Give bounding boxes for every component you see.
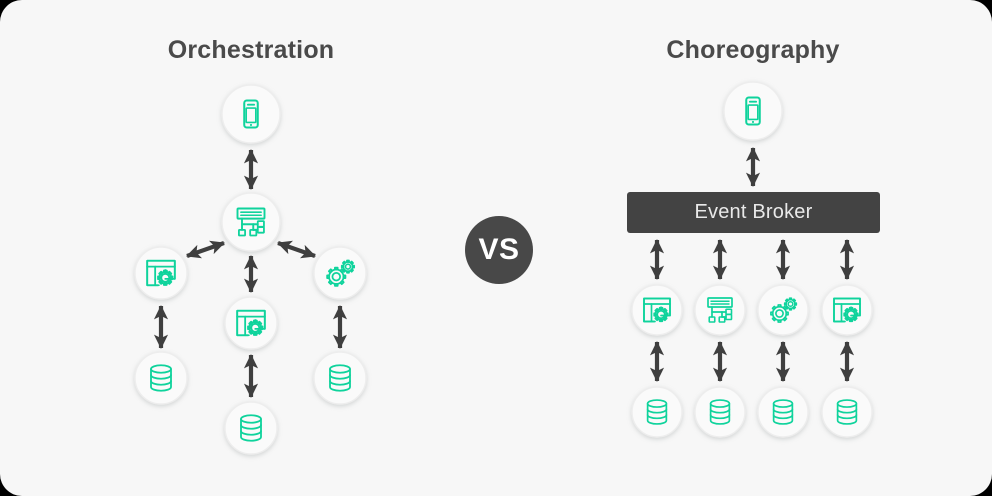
- node-chor-service-1[interactable]: [694, 284, 746, 336]
- event-broker-bar[interactable]: Event Broker: [627, 192, 880, 233]
- node-service-right[interactable]: [313, 246, 367, 300]
- orchestration-nodes: [134, 84, 367, 455]
- node-client-choreography[interactable]: [723, 81, 783, 141]
- node-client-orchestration[interactable]: [221, 84, 281, 144]
- node-chor-db-3[interactable]: [821, 386, 873, 438]
- node-db-right[interactable]: [313, 351, 367, 405]
- choreography-connections: [649, 146, 855, 383]
- node-chor-service-0[interactable]: [631, 284, 683, 336]
- node-chor-service-2[interactable]: [757, 284, 809, 336]
- panel-title-orchestration: Orchestration: [167, 36, 335, 64]
- node-chor-db-0[interactable]: [631, 386, 683, 438]
- node-service-center[interactable]: [224, 296, 278, 350]
- panel-title-choreography: Choreography: [666, 36, 840, 64]
- node-service-left[interactable]: [134, 246, 188, 300]
- node-orchestrator[interactable]: [221, 192, 281, 252]
- node-chor-service-3[interactable]: [821, 284, 873, 336]
- vs-badge: VS: [465, 216, 533, 284]
- node-chor-db-2[interactable]: [757, 386, 809, 438]
- orchestration-connections: [153, 148, 348, 399]
- choreography-nodes: [631, 81, 873, 438]
- node-db-center[interactable]: [224, 401, 278, 455]
- node-chor-db-1[interactable]: [694, 386, 746, 438]
- arrow-orchestrator-to-service-right: [277, 240, 316, 259]
- node-db-left[interactable]: [134, 351, 188, 405]
- arrow-orchestrator-to-service-left: [186, 240, 225, 259]
